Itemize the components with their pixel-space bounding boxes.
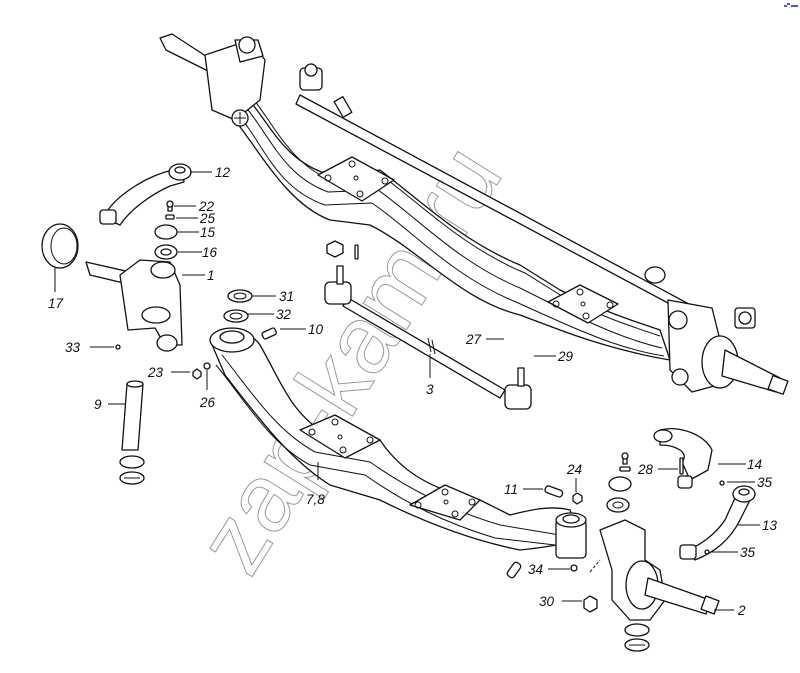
corner-mark [784, 3, 798, 8]
callout-27: 27 [465, 332, 482, 347]
tie-rod [324, 240, 532, 410]
callout-28: 28 [637, 462, 654, 477]
steering-knuckle-left [119, 259, 183, 346]
tie-rod-nut [326, 240, 344, 258]
callout-35-upper: 35 [757, 475, 773, 490]
left-exploded-parts [41, 163, 278, 485]
callout-26: 26 [199, 395, 216, 410]
callout-24: 24 [566, 462, 582, 477]
callout-35-lower: 35 [740, 545, 756, 560]
spring-pad-right [547, 284, 619, 324]
callout-22: 22 [198, 199, 215, 214]
callout-33: 33 [65, 340, 81, 355]
callout-13: 13 [762, 518, 778, 533]
callout-14: 14 [747, 457, 762, 472]
callout-11: 11 [504, 482, 518, 497]
callout-17: 17 [48, 296, 64, 311]
callout-2: 2 [737, 603, 746, 618]
callout-30: 30 [539, 594, 555, 609]
callout-32: 32 [276, 307, 292, 322]
callout-25: 25 [199, 211, 216, 226]
callout-23: 23 [147, 365, 164, 380]
seal-ring [41, 223, 79, 269]
callout-31: 31 [279, 289, 294, 304]
assembled-axle-beam [159, 33, 789, 395]
callout-3: 3 [426, 382, 434, 397]
callout-9: 9 [94, 397, 102, 412]
callout-34: 34 [528, 562, 543, 577]
callout-10: 10 [308, 322, 324, 337]
callout-15: 15 [200, 225, 216, 240]
callout-16: 16 [202, 245, 218, 260]
front-axle-beam [209, 327, 587, 559]
callout-12: 12 [215, 165, 231, 180]
king-pin [121, 383, 144, 451]
callout-1: 1 [207, 268, 215, 283]
spring-pad-left [317, 156, 395, 202]
callout-29: 29 [557, 349, 574, 364]
callout-7-8: 7,8 [306, 492, 325, 507]
callouts: 12 22 25 15 16 1 17 33 31 32 10 3 27 29 … [48, 165, 778, 618]
steering-arm-upper-right [659, 428, 713, 481]
right-exploded-parts [506, 428, 756, 652]
